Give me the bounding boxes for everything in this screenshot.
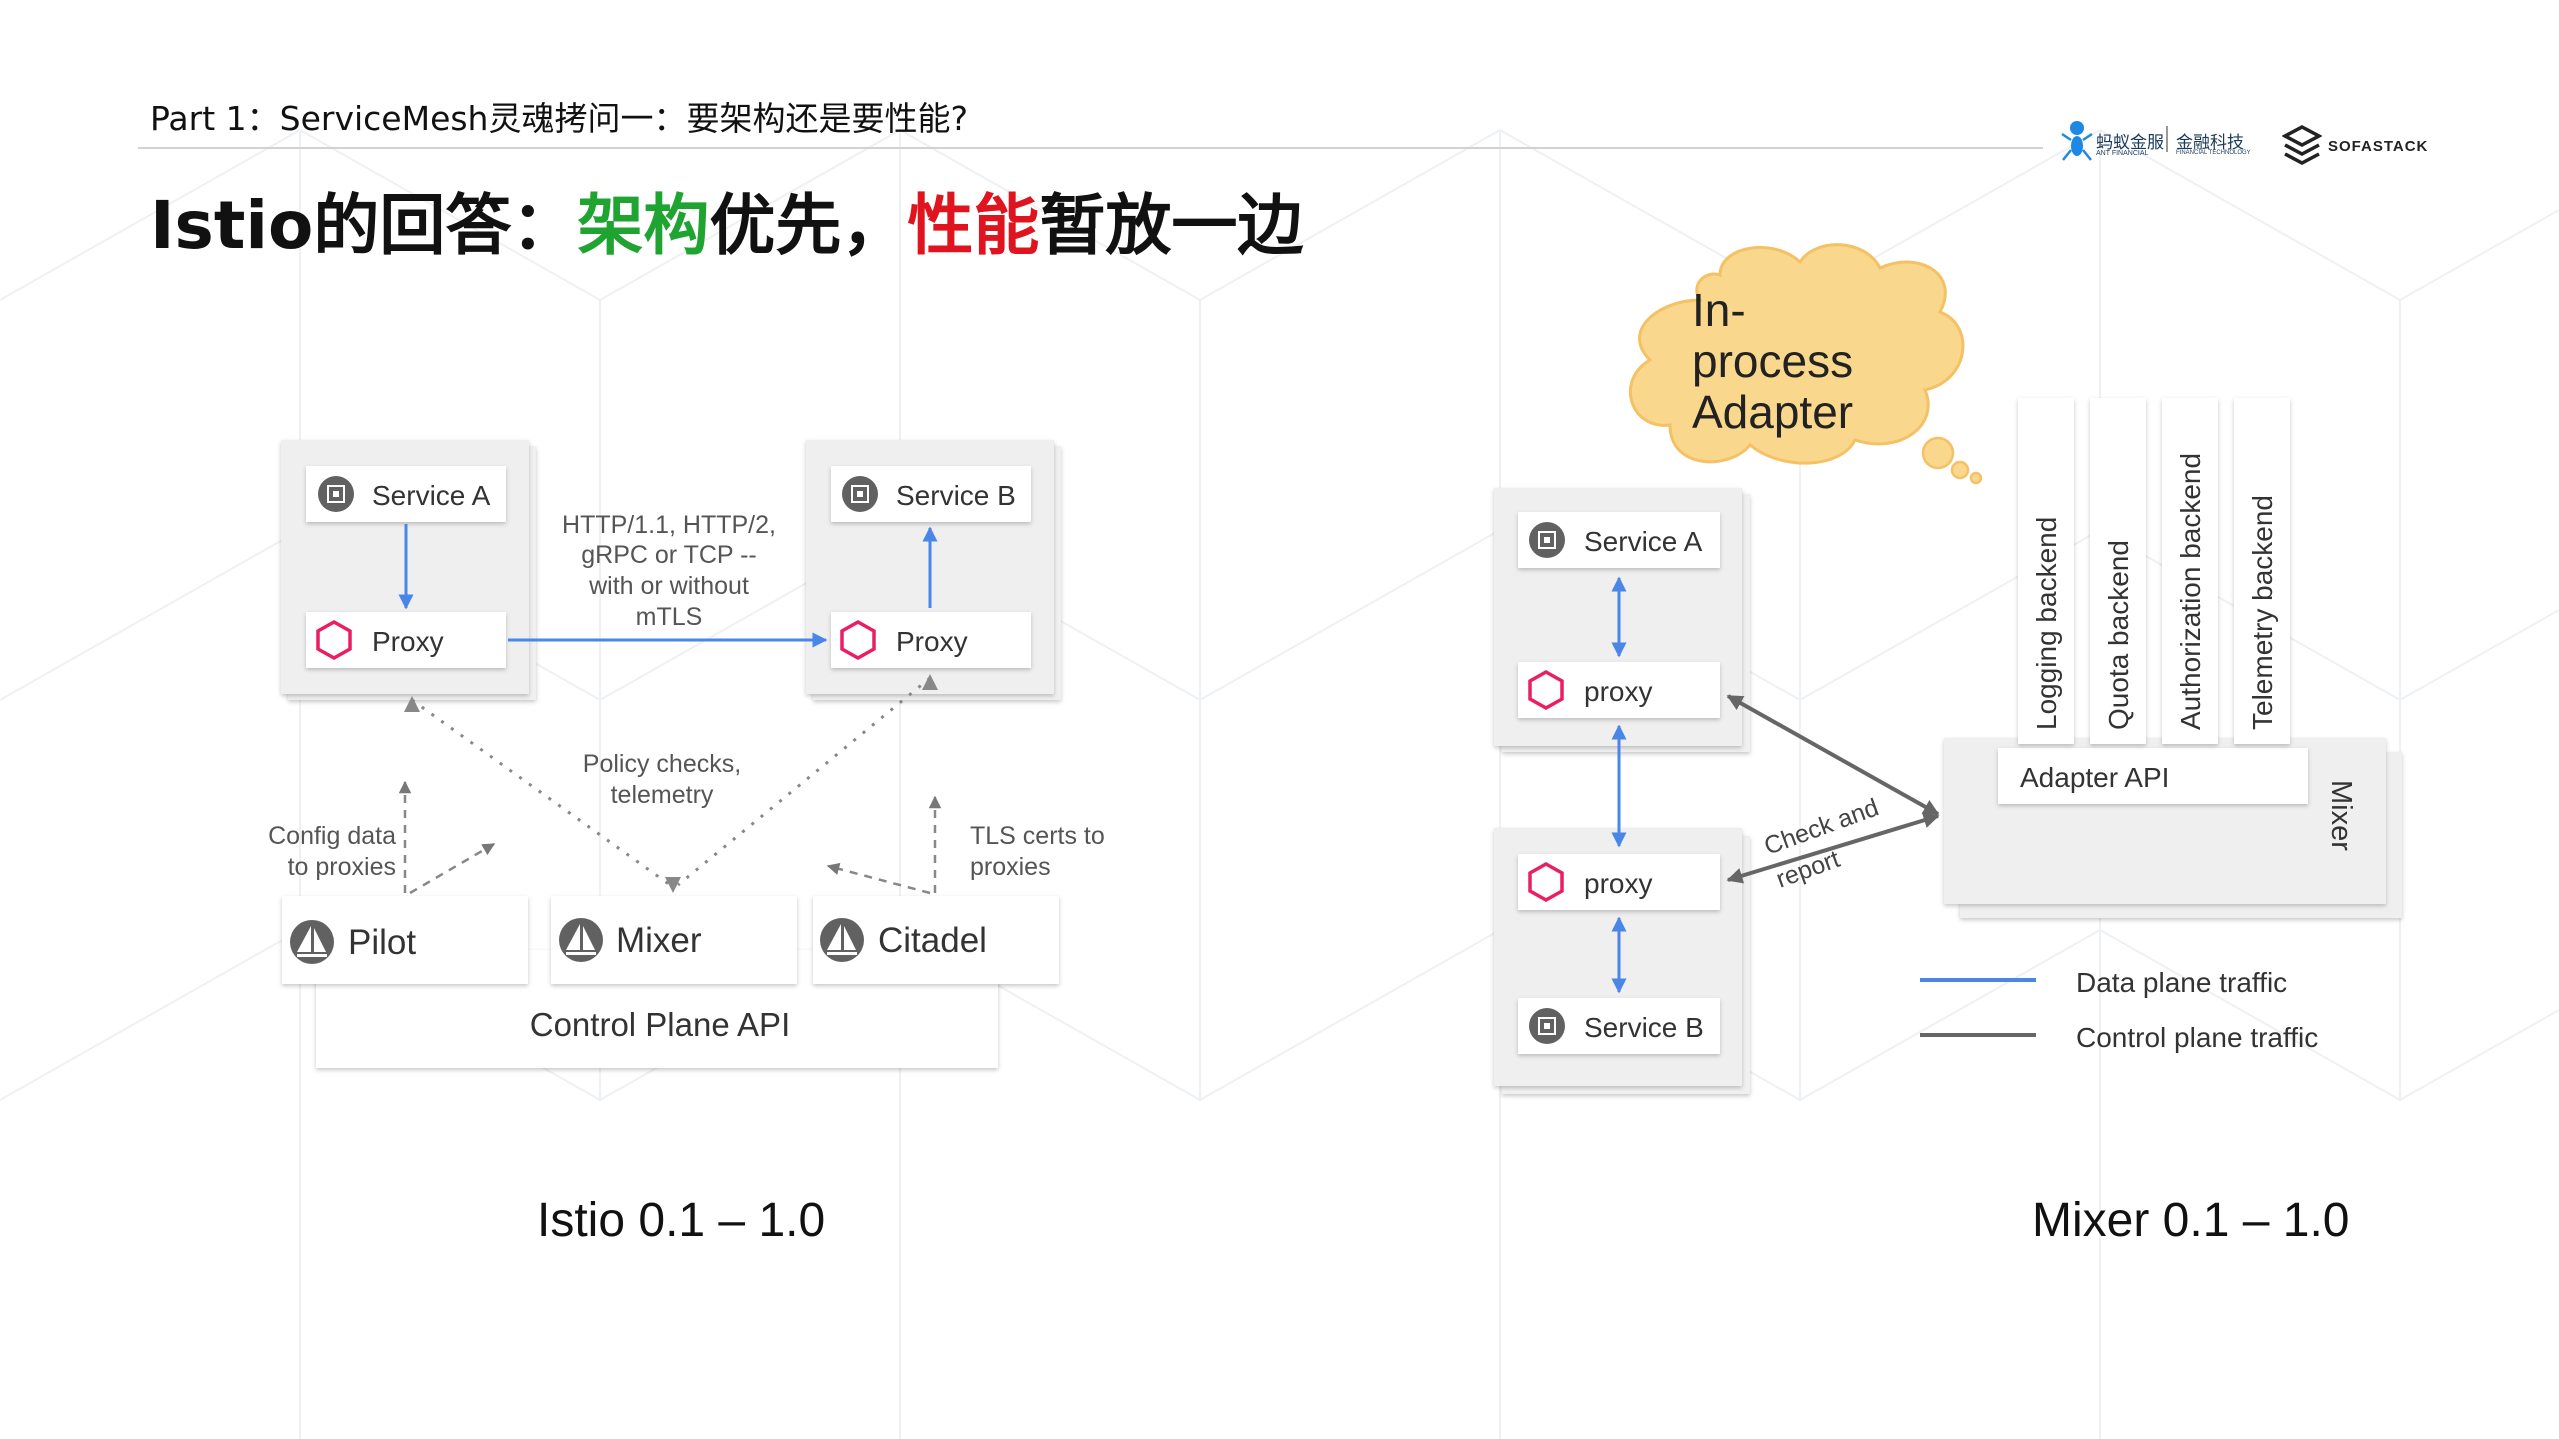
right-diagram: In- process Adapter Service A proxy prox… — [1494, 243, 2402, 1094]
proxy-a-box — [306, 612, 506, 668]
sail-icon — [820, 918, 864, 962]
chip-icon — [1529, 1008, 1565, 1044]
left-diagram: Service A Proxy Service B Proxy HTTP/1.1… — [268, 440, 1105, 1068]
config-label: Config data to proxies — [268, 822, 396, 881]
service-b-label: Service B — [1584, 1012, 1704, 1043]
proxy-top-mixer-arrow — [1726, 694, 1940, 816]
citadel-label: Citadel — [878, 921, 987, 960]
quota-backend-box — [2090, 398, 2146, 744]
proxy-hexagon-icon — [1528, 669, 1564, 711]
config-line-2: to proxies — [288, 853, 396, 881]
caption-istio: Istio 0.1 – 1.0 — [537, 1194, 826, 1247]
telemetry-backend-box — [2234, 398, 2290, 744]
protocol-line-4: mTLS — [636, 603, 703, 631]
title-mid: 优先， — [709, 187, 908, 264]
title-performance: 性能 — [907, 187, 1040, 264]
policy-arrowhead-right — [922, 674, 938, 690]
policy-dotted-line-right — [677, 676, 931, 887]
cloud-line-2: process — [1692, 335, 1853, 387]
proxy-bottom-label: proxy — [1584, 868, 1652, 899]
check-report-label: Check and report — [1760, 793, 1882, 893]
sail-icon — [290, 920, 334, 964]
backends: Logging backend Quota backend Authorizat… — [2018, 398, 2290, 744]
policy-line-2: telemetry — [611, 781, 714, 809]
tls-arrow-diagonal — [826, 862, 931, 895]
proxy-bottom-mixer-arrow — [1726, 812, 1940, 884]
proxy-hexagon-icon — [316, 619, 352, 661]
proxy-top-label: proxy — [1584, 676, 1652, 707]
adapter-api-label: Adapter API — [2020, 762, 2169, 793]
sofastack-layers-icon — [2282, 125, 2322, 165]
ant-mascot-icon — [2061, 121, 2093, 161]
proxy-bottom-box — [1518, 854, 1720, 910]
authorization-backend-label: Authorization backend — [2175, 453, 2206, 730]
tls-line-1: TLS certs to — [970, 822, 1105, 850]
pilot-label: Pilot — [348, 923, 416, 962]
ant-financial-en: ANT FINANCIAL — [2096, 150, 2149, 157]
chip-icon — [842, 476, 878, 512]
legend: Data plane traffic Control plane traffic — [1920, 967, 2318, 1053]
proxy-a-label: Proxy — [372, 626, 444, 657]
logo-separator — [2166, 126, 2168, 152]
proxy-b-label: Proxy — [896, 626, 968, 657]
legend-data-label: Data plane traffic — [2076, 967, 2287, 998]
policy-line-1: Policy checks, — [583, 750, 741, 778]
service-b-label: Service B — [896, 480, 1016, 511]
policy-label: Policy checks, telemetry — [583, 750, 741, 809]
proxy-top-box — [1518, 662, 1720, 718]
policy-dotted-line-left — [411, 698, 671, 887]
policy-arrowhead-left — [404, 696, 420, 712]
chip-icon — [1529, 522, 1565, 558]
thought-cloud: In- process Adapter — [1628, 243, 1983, 485]
slide-subtitle: Part 1：ServiceMesh灵魂拷问一：要架构还是要性能? — [150, 99, 968, 138]
proxy-hexagon-icon — [840, 619, 876, 661]
quota-backend-label: Quota backend — [2103, 540, 2134, 730]
header-divider — [138, 147, 2043, 149]
logging-backend-label: Logging backend — [2031, 517, 2062, 730]
fintech-en: FINANCIAL TECHNOLOGY — [2176, 150, 2251, 156]
control-plane-api-label: Control Plane API — [530, 1006, 791, 1043]
ant-financial-logo: 蚂蚁金服 ANT FINANCIAL 金融科技 FINANCIAL TECHNO… — [2060, 116, 2251, 168]
sail-icon — [559, 918, 603, 962]
title-prefix: Istio的回答： — [150, 187, 578, 264]
protocol-line-2: gRPC or TCP -- — [581, 541, 757, 569]
chip-icon — [318, 476, 354, 512]
service-a-label: Service A — [1584, 526, 1703, 557]
slide-title: Istio的回答：架构优先，性能暂放一边 — [150, 172, 1303, 268]
config-arrow-diagonal — [409, 842, 496, 895]
protocol-line-1: HTTP/1.1, HTTP/2, — [562, 511, 776, 539]
title-architecture: 架构 — [577, 187, 710, 264]
sofastack-logo: SOFASTACK — [2280, 122, 2430, 170]
sofastack-wordmark: SOFASTACK — [2328, 138, 2429, 155]
service-a-label: Service A — [372, 480, 491, 511]
ant-financial-name: 蚂蚁金服 — [2096, 133, 2164, 153]
title-suffix: 暂放一边 — [1039, 187, 1304, 264]
mixer-label: Mixer — [2325, 780, 2357, 851]
proxy-hexagon-icon — [1528, 861, 1564, 903]
authorization-backend-box — [2162, 398, 2218, 744]
cloud-text: In- process Adapter — [1692, 284, 1853, 438]
telemetry-backend-label: Telemetry backend — [2247, 495, 2278, 730]
tls-label: TLS certs to proxies — [970, 822, 1105, 881]
cloud-line-3: Adapter — [1692, 386, 1853, 438]
protocol-label: HTTP/1.1, HTTP/2, gRPC or TCP -- with or… — [562, 511, 776, 631]
protocol-line-3: with or without — [588, 572, 749, 600]
tls-line-2: proxies — [970, 853, 1051, 881]
mixer-label: Mixer — [616, 921, 702, 960]
legend-control-label: Control plane traffic — [2076, 1022, 2318, 1053]
policy-arrowhead-mixer — [665, 877, 681, 893]
logging-backend-box — [2018, 398, 2074, 744]
config-line-1: Config data — [268, 822, 396, 850]
proxy-b-box — [831, 612, 1031, 668]
fintech-name: 金融科技 — [2176, 133, 2244, 153]
caption-mixer: Mixer 0.1 – 1.0 — [2032, 1194, 2350, 1247]
adapter-api-box — [1998, 748, 2308, 804]
cloud-line-1: In- — [1692, 284, 1746, 336]
